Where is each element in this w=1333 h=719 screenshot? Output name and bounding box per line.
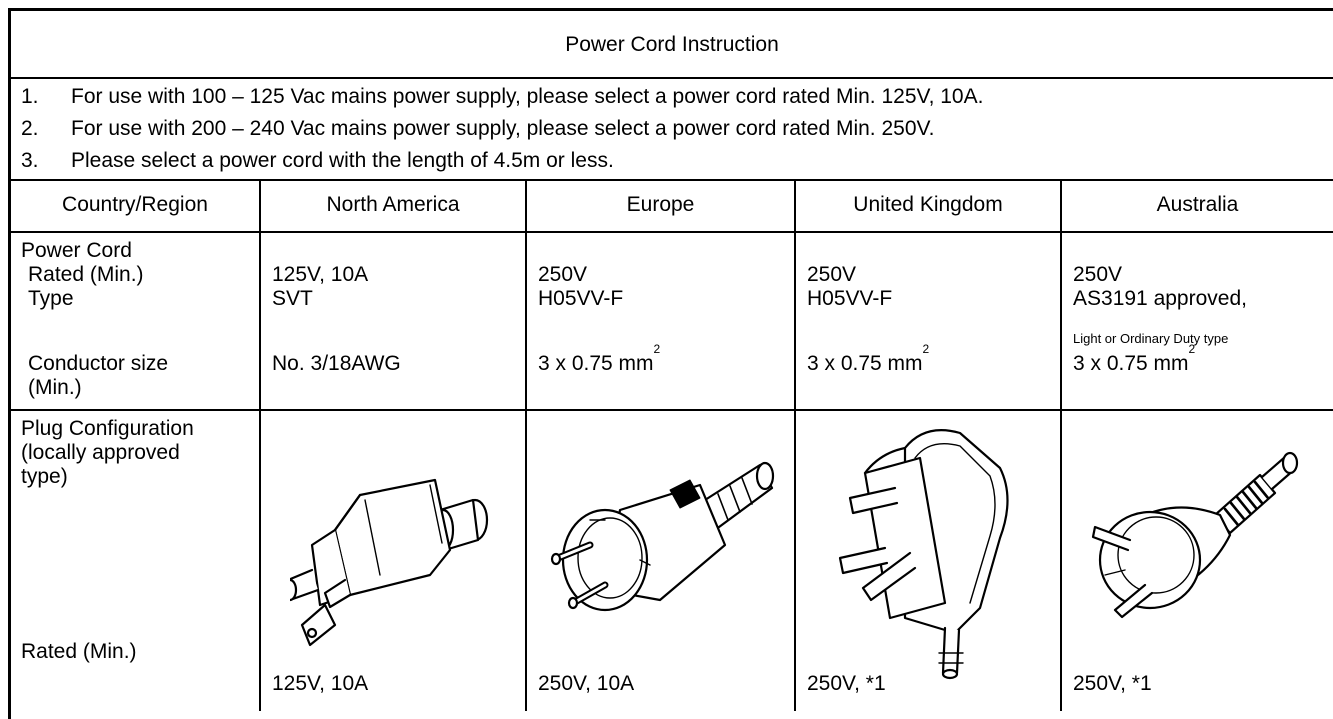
page-title: Power Cord Instruction [565, 33, 779, 56]
uk-plug-rated: 250V, *1 [807, 672, 886, 695]
uk-cord-rated: 250V [807, 263, 857, 286]
label-conductor-size: Conductor size [28, 352, 169, 375]
na-cord-rated: 125V, 10A [272, 263, 369, 286]
na-cord-conductor: No. 3/18AWG [272, 352, 401, 375]
au-cord-type: AS3191 approved, [1073, 287, 1247, 310]
col-divider-1 [259, 180, 261, 711]
instruction-number: 3. [21, 149, 39, 172]
eu-cord-conductor: 3 x 0.75 mm2 [538, 342, 661, 375]
col-divider-3 [794, 180, 796, 711]
australia-plug-icon [1091, 451, 1299, 619]
header-united-kingdom: United Kingdom [853, 193, 1003, 216]
instruction-text: For use with 100 – 125 Vac mains power s… [71, 85, 984, 108]
instruction-text: Please select a power cord with the leng… [71, 149, 614, 172]
table-frame [8, 8, 1333, 719]
header-australia: Australia [1156, 193, 1239, 216]
label-plug-configuration: Plug Configuration [21, 417, 194, 440]
label-power-cord: Power Cord [21, 239, 132, 262]
north-america-plug-icon [290, 478, 489, 647]
divider-header [11, 231, 1333, 233]
label-plug-rated: Rated (Min.) [21, 640, 137, 663]
europe-plug-icon [550, 461, 775, 612]
divider-cord [11, 409, 1333, 411]
au-cord-rated: 250V [1073, 263, 1123, 286]
header-europe: Europe [626, 193, 695, 216]
au-cord-duty-note: Light or Ordinary Duty type [1073, 331, 1229, 346]
eu-cord-type: H05VV-F [538, 287, 624, 310]
label-plug-type: type) [21, 465, 68, 488]
header-country-region: Country/Region [62, 193, 208, 216]
divider-instructions [11, 179, 1333, 181]
label-conductor-min: (Min.) [28, 376, 82, 399]
uk-cord-type: H05VV-F [807, 287, 893, 310]
uk-plug-icon [838, 429, 1009, 680]
col-divider-4 [1060, 180, 1062, 711]
eu-cord-rated: 250V [538, 263, 588, 286]
label-cord-type: Type [28, 287, 74, 310]
au-cord-conductor: 3 x 0.75 mm2 [1073, 342, 1196, 375]
label-cord-rated: Rated (Min.) [28, 263, 144, 286]
instruction-number: 1. [21, 85, 39, 108]
uk-cord-conductor: 3 x 0.75 mm2 [807, 342, 930, 375]
instruction-text: For use with 200 – 240 Vac mains power s… [71, 117, 935, 140]
divider-title [11, 77, 1333, 79]
na-plug-rated: 125V, 10A [272, 672, 369, 695]
col-divider-2 [525, 180, 527, 711]
eu-plug-rated: 250V, 10A [538, 672, 635, 695]
header-north-america: North America [326, 193, 460, 216]
instruction-number: 2. [21, 117, 39, 140]
au-plug-rated: 250V, *1 [1073, 672, 1152, 695]
label-plug-approved: (locally approved [21, 441, 180, 464]
na-cord-type: SVT [272, 287, 313, 310]
